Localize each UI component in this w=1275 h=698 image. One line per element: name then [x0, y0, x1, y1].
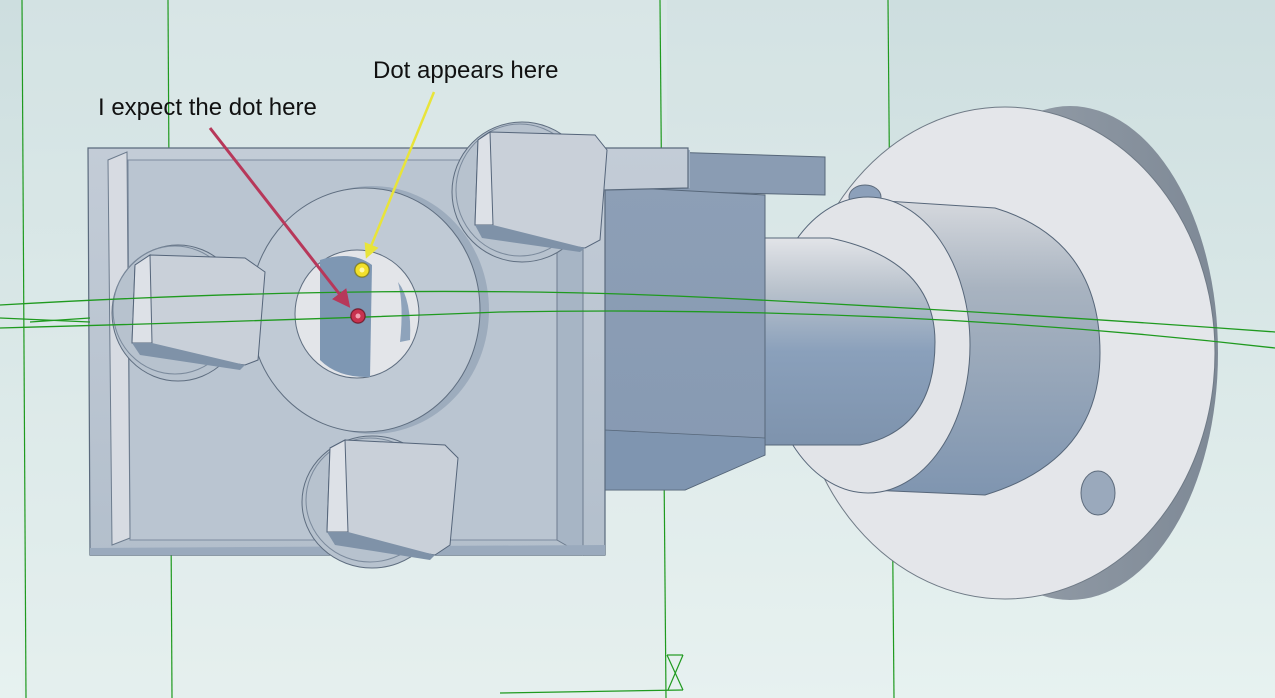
actual-label: Dot appears here	[373, 57, 558, 84]
actual-dot	[354, 262, 370, 278]
flange-hole-bottom	[1080, 470, 1116, 516]
expected-arrow	[208, 127, 351, 308]
roller-left[interactable]	[111, 244, 266, 382]
roller-top[interactable]	[451, 121, 608, 263]
actual-arrow	[364, 91, 436, 259]
expected-dot	[350, 308, 366, 324]
axis-lines	[0, 290, 1275, 349]
center-bearing[interactable]	[249, 186, 489, 434]
expected-label: I expect the dot here	[98, 94, 317, 121]
shaft-hub[interactable]	[764, 196, 1101, 496]
roller-bottom[interactable]	[301, 435, 459, 569]
annotation-actual: Dot appears here	[364, 57, 558, 259]
annotation-expected: I expect the dot here	[98, 94, 351, 308]
